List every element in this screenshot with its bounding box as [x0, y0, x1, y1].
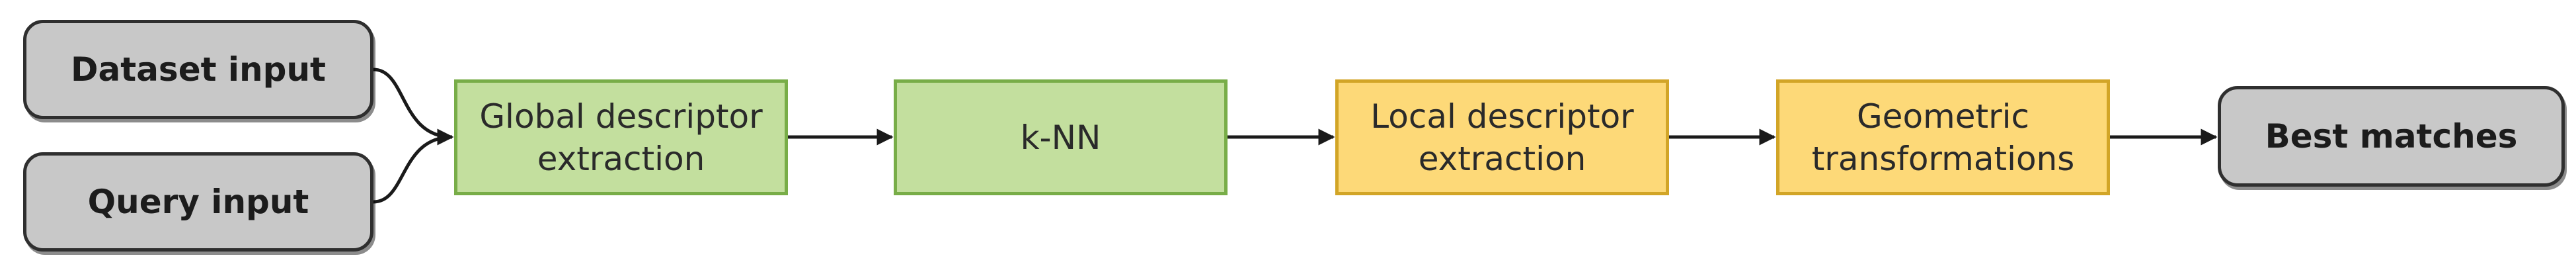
best-matches-node: Best matches — [2218, 86, 2565, 187]
global-descriptor-label: Global descriptor extraction — [479, 97, 763, 178]
global-descriptor-node: Global descriptor extraction — [454, 79, 788, 195]
knn-node: k-NN — [894, 79, 1228, 195]
best-matches-label: Best matches — [2265, 117, 2518, 156]
dataset-input-label: Dataset input — [71, 50, 326, 89]
query-input-node: Query input — [23, 152, 373, 252]
edge-query-to-global — [373, 135, 453, 204]
geometric-transformations-label: Geometric transformations — [1811, 97, 2075, 178]
knn-label: k-NN — [1020, 118, 1101, 157]
geometric-transformations-node: Geometric transformations — [1776, 79, 2110, 195]
query-input-label: Query input — [87, 183, 309, 221]
local-descriptor-label: Local descriptor extraction — [1370, 97, 1634, 178]
dataset-input-node: Dataset input — [23, 20, 373, 119]
edge-dataset-to-global — [373, 68, 454, 146]
local-descriptor-node: Local descriptor extraction — [1335, 79, 1669, 195]
